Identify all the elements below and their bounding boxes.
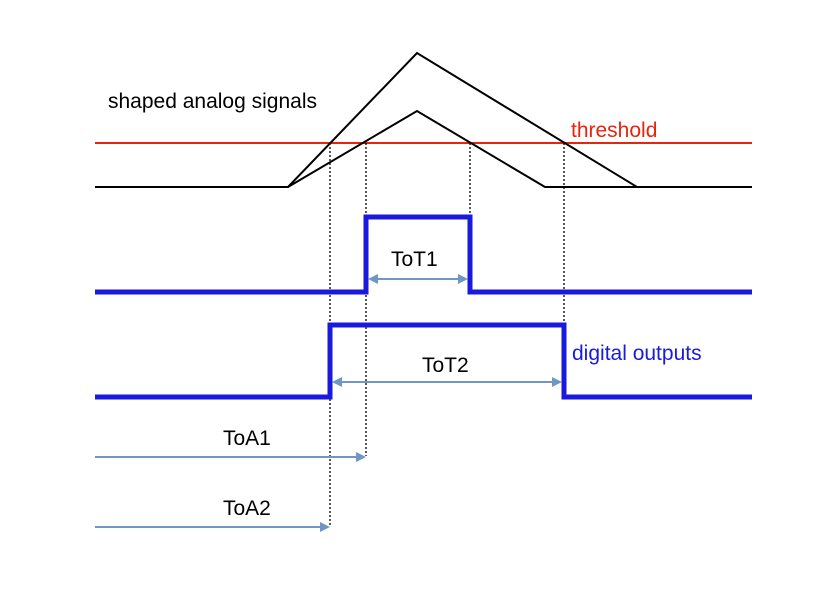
analog-signal-small bbox=[287, 109, 637, 188]
analog-signal-large bbox=[95, 51, 752, 188]
toa2-label: ToA2 bbox=[223, 497, 271, 520]
tot2-label: ToT2 bbox=[422, 354, 469, 377]
tot1-label: ToT1 bbox=[391, 248, 438, 271]
threshold-label: threshold bbox=[571, 119, 657, 142]
digital-output-1 bbox=[95, 214, 752, 295]
digital-output-2 bbox=[95, 322, 752, 400]
toa1-label: ToA1 bbox=[223, 427, 271, 450]
digital-outputs-label: digital outputs bbox=[572, 342, 702, 365]
analog-signals-label: shaped analog signals bbox=[108, 90, 317, 113]
